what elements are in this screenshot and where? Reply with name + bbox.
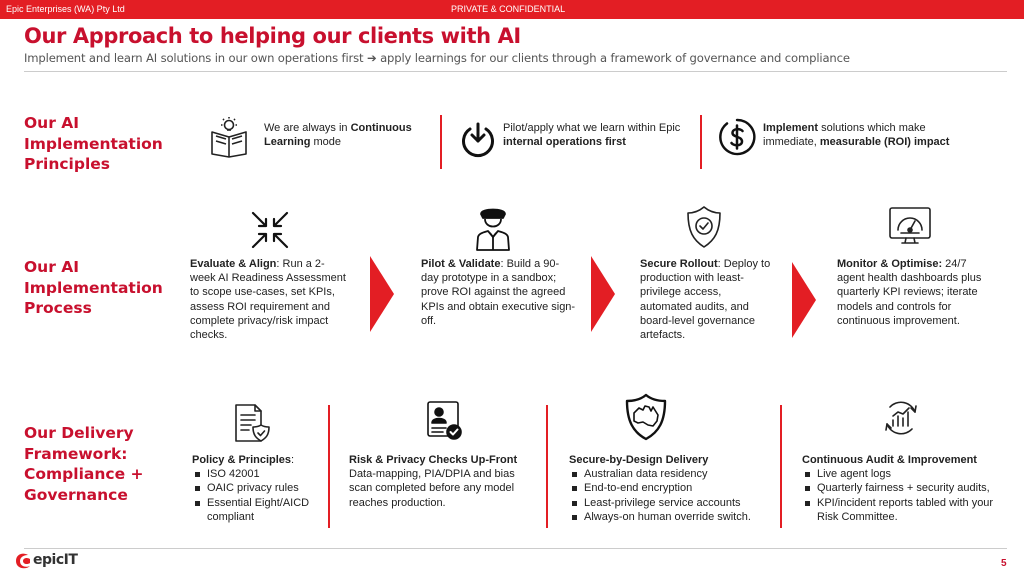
page-number: 5 (1001, 558, 1007, 569)
framework-divider-3 (780, 405, 782, 528)
list-item: Australian data residency (569, 467, 774, 481)
principle-1-text: We are always in Continuous Learning mod… (264, 122, 412, 149)
list-item: OAIC privacy rules (192, 481, 322, 495)
process-step-3: Secure Rollout: Deploy to production wit… (640, 258, 771, 342)
list-item: KPI/incident reports tabled with your Ri… (802, 496, 1012, 524)
list-item: Always-on human override switch. (569, 510, 774, 524)
continuous-improvement-icon (885, 401, 917, 435)
process-arrow-1 (370, 256, 394, 332)
process-step-4: Monitor & Optimise: 24/7 agent health da… (837, 258, 982, 327)
download-arrow-circle-icon (462, 122, 494, 158)
framework-divider-1 (328, 405, 330, 528)
book-learning-icon (211, 117, 247, 158)
page-title: Our Approach to helping our clients with… (24, 24, 521, 48)
principles-label: Our AI Implementation Principles (24, 114, 163, 173)
list-item: Essential Eight/AICD compliant (192, 496, 322, 524)
framework-divider-2 (546, 405, 548, 528)
australia-shield-icon (625, 393, 667, 441)
policy-document-icon (235, 404, 270, 442)
framework-col-audit: Continuous Audit & Improvement Live agen… (802, 453, 1012, 524)
header-divider (24, 71, 1007, 72)
process-step-2: Pilot & Validate: Build a 90-day prototy… (421, 258, 576, 327)
page-subtitle: Implement and learn AI solutions in our … (24, 51, 850, 65)
footer-logo-text: epicIT (33, 552, 78, 568)
shield-check-icon (687, 206, 721, 248)
list-item: Quarterly fairness + security audits, (802, 481, 1012, 495)
principle-3-text: Implement solutions which make immediate… (763, 122, 950, 149)
dashboard-gauge-icon (889, 207, 931, 244)
pilot-icon (476, 208, 510, 251)
list-item: Live agent logs (802, 467, 1012, 481)
company-name: Epic Enterprises (WA) Pty Ltd (6, 4, 125, 14)
principle-divider-1 (440, 115, 442, 169)
id-card-check-icon (427, 401, 462, 440)
list-item: End-to-end encryption (569, 481, 774, 495)
list-item: ISO 42001 (192, 467, 322, 481)
footer-divider (24, 548, 1007, 549)
process-arrow-3 (792, 262, 816, 338)
epicit-logo-icon (16, 553, 30, 569)
confidential-label: PRIVATE & CONFIDENTIAL (451, 4, 566, 14)
process-step-1: Evaluate & Align: Run a 2-week AI Readin… (190, 258, 346, 342)
framework-col-risk: Risk & Privacy Checks Up-Front Data-mapp… (349, 454, 518, 509)
process-label: Our AI Implementation Process (24, 258, 163, 317)
principle-divider-2 (700, 115, 702, 169)
list-item: Least-privilege service accounts (569, 496, 774, 510)
process-arrow-2 (591, 256, 615, 332)
top-banner: Epic Enterprises (WA) Pty Ltd PRIVATE & … (0, 0, 1024, 19)
framework-col-policy: Policy & Principles: ISO 42001 OAIC priv… (192, 453, 322, 524)
principle-2-text: Pilot/apply what we learn within Epic in… (503, 122, 681, 149)
dollar-icon (719, 118, 756, 156)
framework-label: Our Delivery Framework: Compliance + Gov… (24, 424, 144, 504)
arrows-in-icon (251, 211, 289, 249)
framework-col-secure: Secure-by-Design Delivery Australian dat… (569, 453, 774, 524)
